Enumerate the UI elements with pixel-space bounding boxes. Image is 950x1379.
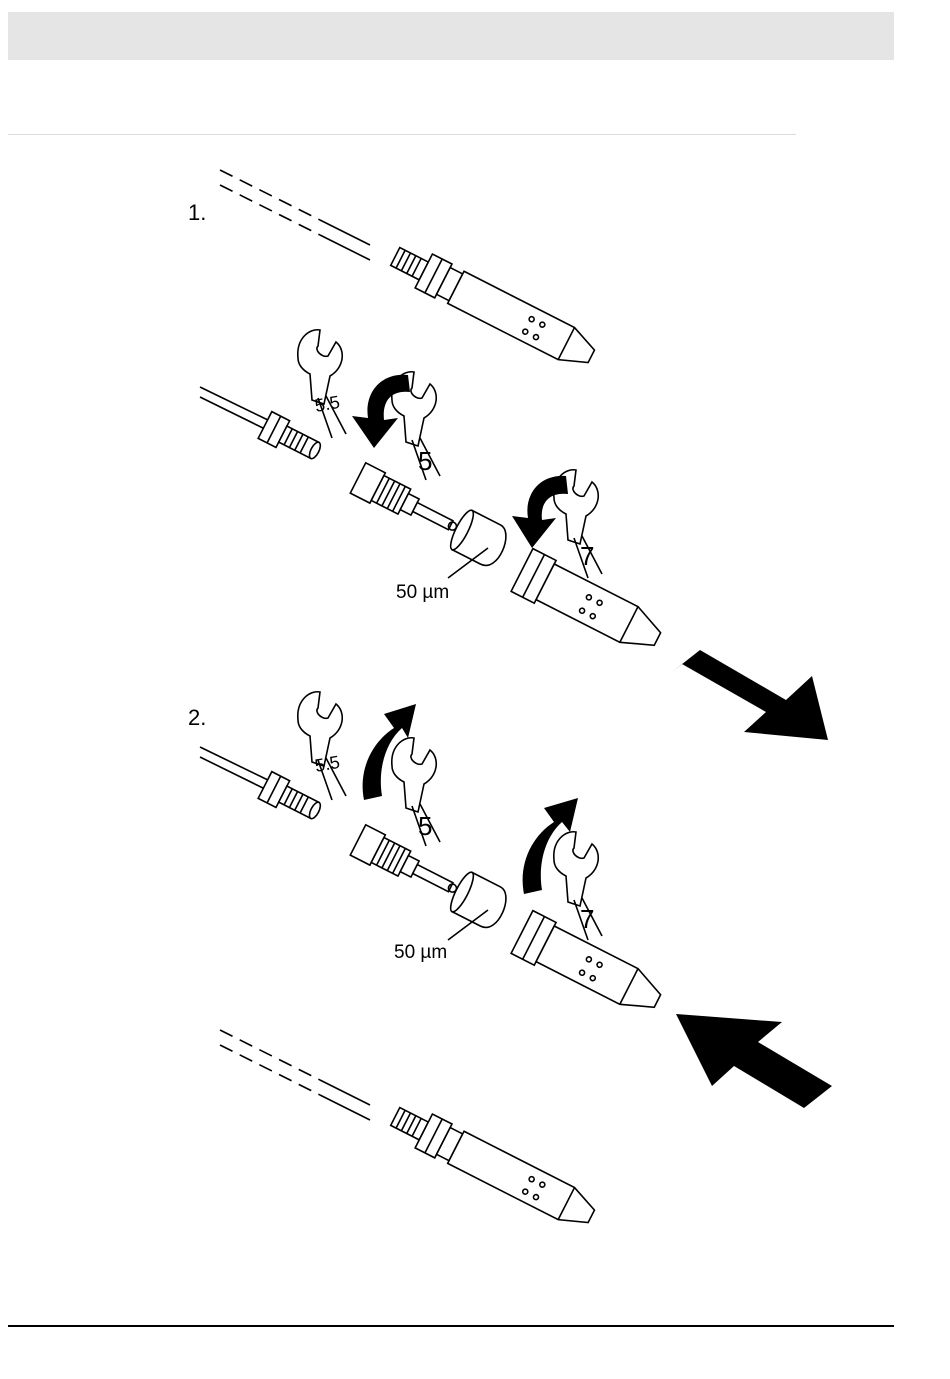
step-1-line-fitting bbox=[200, 387, 325, 466]
step-1-nozzle-assembly bbox=[220, 170, 600, 373]
step-1-filter-label: 50 µm bbox=[396, 582, 449, 603]
step-2-wrench-5 bbox=[392, 738, 440, 846]
step-1-rotate-arrow-7 bbox=[512, 476, 568, 548]
step-1-wrench-7-label: 7 bbox=[580, 541, 594, 571]
step-2-wrench-7 bbox=[554, 832, 602, 940]
footer-divider bbox=[8, 1325, 894, 1327]
step-2-line-fitting bbox=[200, 747, 325, 826]
step-1-filter-cap bbox=[447, 508, 513, 571]
step-1-wrench-5-label: 5 bbox=[418, 446, 432, 476]
remove-direction-arrow bbox=[672, 650, 828, 740]
step-2-filter-cap bbox=[447, 870, 513, 933]
step-1-label: 1. bbox=[188, 200, 206, 225]
step-2-wrench-5-label: 5 bbox=[418, 811, 432, 841]
step-1-wrench-5-5-label: 5.5 bbox=[313, 392, 341, 416]
step-2-wrench-7-label: 7 bbox=[580, 904, 594, 934]
step-2-wrench-5-5 bbox=[298, 692, 346, 800]
step-2-nozzle-assembly bbox=[220, 1030, 600, 1233]
step-2-filter-holder bbox=[350, 825, 463, 905]
step-2-wrench-5-5-label: 5.5 bbox=[313, 752, 341, 776]
step-1-wrench-5-5 bbox=[298, 330, 346, 438]
insert-direction-arrow bbox=[676, 1014, 832, 1108]
step-1-filter-holder bbox=[350, 463, 463, 543]
step-2-label: 2. bbox=[188, 705, 206, 730]
step-2-filter-label: 50 µm bbox=[394, 942, 447, 963]
